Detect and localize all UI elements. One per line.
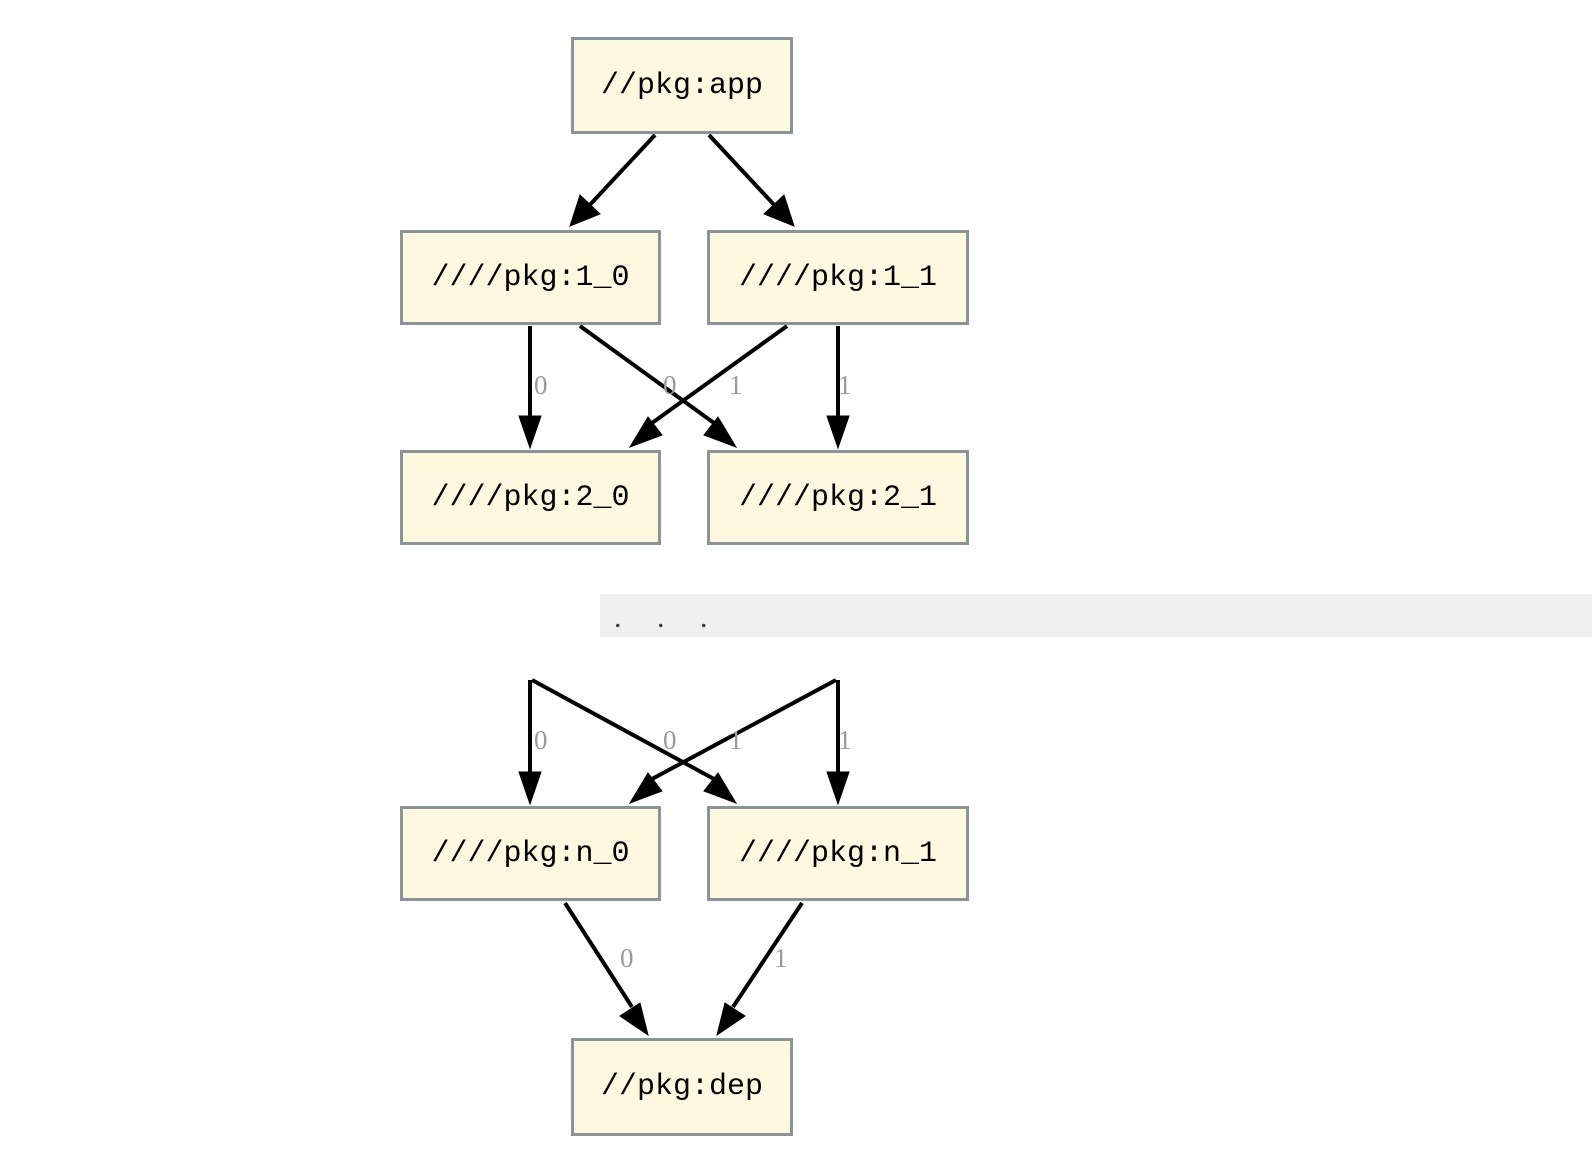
edge-label-1_1-to-2_0: 1	[729, 370, 743, 400]
node-n_0[interactable]: ////pkg:n_0	[400, 806, 661, 901]
node-1_1[interactable]: ////pkg:1_1	[707, 230, 969, 325]
edge-label-above-to-n_0-alt: 1	[729, 725, 743, 755]
edge-1_1-to-2_0	[628, 324, 789, 448]
edge-label-1_1-to-2_1: 1	[838, 370, 852, 400]
edge-label-1_0-to-2_1: 0	[663, 370, 677, 400]
edge-label-above-to-n_0: 0	[534, 725, 548, 755]
edge-label-1_0-to-2_0: 0	[534, 370, 548, 400]
edge-label-above-to-n_1: 0	[663, 725, 677, 755]
node-label-n_1: ////pkg:n_1	[738, 836, 938, 871]
node-2_0[interactable]: ////pkg:2_0	[400, 450, 661, 545]
node-label-1_0: ////pkg:1_0	[431, 260, 630, 295]
edge-label-above-to-n_1-alt: 1	[838, 725, 852, 755]
edge-app-to-1_0	[569, 133, 657, 227]
node-n_1[interactable]: ////pkg:n_1	[707, 806, 969, 901]
node-1_0[interactable]: ////pkg:1_0	[400, 230, 661, 325]
node-label-1_1: ////pkg:1_1	[738, 260, 938, 295]
node-label-2_0: ////pkg:2_0	[431, 480, 630, 515]
edge-app-to-1_1	[707, 133, 795, 227]
node-2_1[interactable]: ////pkg:2_1	[707, 450, 969, 545]
node-dep[interactable]: //pkg:dep	[571, 1038, 793, 1136]
node-label-app: //pkg:app	[600, 68, 764, 103]
edge-n_1-to-dep	[716, 901, 804, 1037]
node-label-dep: //pkg:dep	[600, 1070, 764, 1104]
edge-above-to-n_1	[531, 678, 738, 804]
ellipsis-text: . . .	[614, 601, 722, 634]
ellipsis-separator: . . .	[600, 594, 1592, 637]
edge-1_0-to-2_1	[578, 324, 738, 448]
node-app[interactable]: //pkg:app	[571, 37, 793, 134]
node-label-n_0: ////pkg:n_0	[431, 836, 630, 871]
node-label-2_1: ////pkg:2_1	[738, 480, 938, 515]
edge-label-n_1-to-dep: 1	[774, 943, 788, 973]
edge-label-n_0-to-dep: 0	[620, 943, 634, 973]
edge-n_0-to-dep	[563, 901, 649, 1037]
